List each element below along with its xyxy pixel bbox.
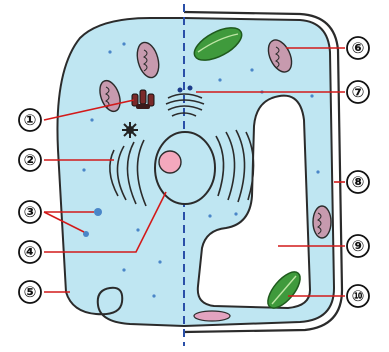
nucleolus: [159, 151, 181, 173]
label-6: ⑥: [347, 37, 369, 59]
label-6-text: ⑥: [352, 39, 365, 57]
label-9: ⑨: [347, 235, 369, 257]
label-4: ④: [19, 241, 41, 263]
mitochondrion-bottom: [194, 311, 230, 321]
label-4-text: ④: [24, 243, 37, 261]
label-2-text: ②: [24, 151, 37, 169]
label-5: ⑤: [19, 281, 41, 303]
label-2: ②: [19, 149, 41, 171]
label-5-text: ⑤: [24, 283, 37, 301]
label-9-text: ⑨: [352, 237, 365, 255]
label-3: ③: [19, 201, 41, 223]
label-3-text: ③: [24, 203, 37, 221]
label-7: ⑦: [347, 81, 369, 103]
label-1: ①: [19, 109, 41, 131]
label-8-text: ⑧: [352, 173, 365, 191]
mitochondrion-right: [313, 206, 331, 238]
label-1-text: ①: [24, 111, 37, 129]
centriole-star: [122, 122, 138, 138]
label-8: ⑧: [347, 171, 369, 193]
label-10-text: ⑩: [352, 287, 365, 305]
label-7-text: ⑦: [352, 83, 365, 101]
label-10: ⑩: [347, 285, 369, 307]
